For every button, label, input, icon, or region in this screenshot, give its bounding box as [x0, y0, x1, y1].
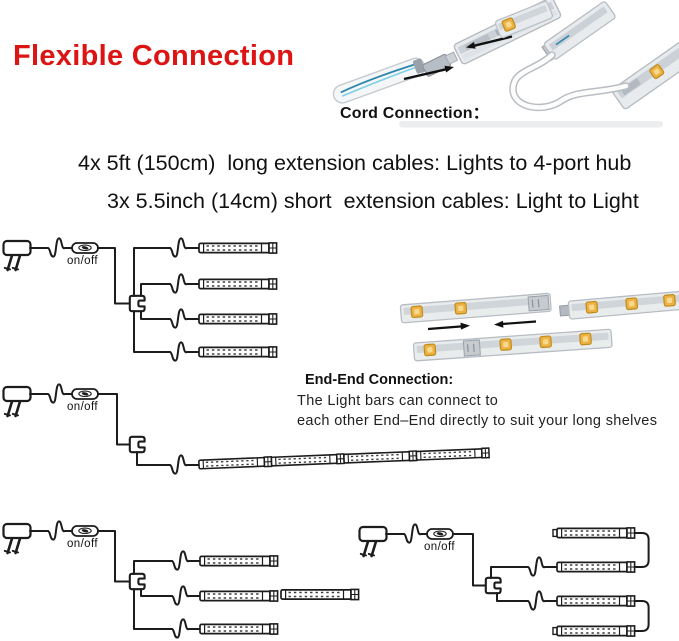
light-bar-icon: [280, 588, 360, 601]
led-chip-icon: [410, 305, 424, 319]
light-bar-icon: [270, 453, 345, 468]
onoff-switch-icon: [426, 528, 454, 540]
cable-coil-icon: [169, 341, 188, 362]
four-port-hub-icon: [128, 572, 146, 591]
led-chip-icon: [539, 335, 553, 349]
plug-icon: [2, 239, 32, 272]
onoff-switch-icon: [71, 525, 99, 537]
wiring-diagram-long-chain: [2, 383, 490, 475]
insert-arrow-icon: [466, 35, 513, 49]
onoff-switch-label: on/off: [67, 401, 98, 413]
onoff-switch-label: on/off: [424, 541, 455, 553]
connection-wire: [133, 560, 173, 575]
light-bar-icon: [198, 313, 278, 325]
cable-coil-icon: [47, 520, 66, 541]
cord-connection-label: Cord Connection：: [340, 105, 489, 122]
wiring-diagram-4-bars: [2, 237, 278, 362]
cable-sleeve-photo: [332, 57, 426, 104]
four-port-hub-icon: [128, 435, 146, 454]
wiring-diagram-loop-pairs: [358, 523, 650, 637]
led-chip-icon: [585, 300, 599, 314]
photo-shadow: [399, 121, 663, 128]
connection-wire: [136, 451, 171, 466]
short-cable-note: 3x 5.5inch (14cm) short extension cables…: [107, 189, 639, 213]
led-chip-icon: [579, 332, 592, 346]
cable-coil-icon: [403, 523, 422, 544]
led-chip-icon: [423, 343, 437, 357]
light-bar-icon: [415, 447, 490, 462]
onoff-switch-icon: [71, 242, 99, 254]
onoff-switch-icon: [71, 388, 99, 400]
light-bar-photo: [399, 292, 552, 324]
light-bar-icon: [556, 527, 636, 539]
light-bar-photo: [559, 290, 679, 320]
cable-coil-icon: [169, 308, 188, 329]
join-arrow-icon: [494, 320, 537, 328]
light-bar-photo: [412, 328, 613, 362]
join-arrow-icon: [427, 322, 470, 331]
long-cable-note: 4x 5ft (150cm) long extension cables: Li…: [78, 151, 632, 175]
connection-wire: [140, 283, 171, 297]
light-bar-icon: [198, 346, 278, 358]
connector-plug-photo: [422, 51, 459, 77]
end-end-heading: End-End Connection:: [305, 372, 454, 388]
plug-icon: [358, 525, 388, 558]
light-bar-photo: [494, 0, 554, 39]
page-title: Flexible Connection: [13, 40, 295, 72]
plug-icon: [2, 522, 32, 555]
onoff-switch-label: on/off: [67, 255, 98, 267]
light-bar-icon: [556, 561, 636, 573]
connection-wire: [140, 310, 171, 320]
cord-loop-photo: [399, 0, 679, 128]
light-bar-icon: [198, 456, 273, 471]
light-bar-icon: [199, 623, 279, 635]
cable-coil-icon: [169, 273, 188, 294]
led-chip-icon: [499, 338, 513, 352]
cable-coil-icon: [47, 237, 66, 258]
cable-coil-icon: [527, 590, 546, 611]
connection-wire: [133, 310, 171, 353]
light-bar-icon: [199, 555, 279, 567]
connection-wire: [496, 592, 529, 602]
led-chip-icon: [662, 293, 677, 307]
connection-wire: [133, 247, 171, 297]
end-end-photo: [399, 290, 679, 362]
light-bar-icon: [556, 625, 636, 637]
light-bar-icon: [343, 450, 418, 465]
cable-coil-icon: [171, 585, 190, 606]
connection-wire: [97, 393, 130, 446]
connection-wire: [133, 588, 173, 630]
connection-wire: [140, 588, 173, 597]
connection-wire: [97, 247, 130, 305]
four-port-hub-icon: [484, 576, 502, 595]
end-loop-wire: [633, 532, 650, 568]
cable-coil-icon: [171, 618, 190, 639]
connection-wire: [452, 533, 486, 587]
cable-coil-icon: [169, 454, 188, 475]
light-bar-icon: [199, 590, 279, 602]
end-end-text-line2: each other End–End directly to suit your…: [297, 413, 658, 429]
connection-cord-photo: [509, 51, 630, 112]
end-loop-wire: [633, 600, 650, 632]
led-chip-icon: [625, 297, 639, 311]
cable-coil-icon: [171, 550, 190, 571]
four-port-hub-icon: [128, 294, 146, 313]
light-bar-photo: [611, 28, 679, 110]
cable-coil-icon: [527, 556, 546, 577]
insert-arrow-icon: [403, 65, 454, 81]
led-chip-icon: [454, 301, 468, 315]
light-bar-icon: [556, 595, 636, 607]
end-end-text-line1: The Light bars can connect to: [297, 393, 499, 409]
cable-coil-icon: [47, 383, 66, 404]
cable-coil-icon: [169, 237, 188, 258]
light-bar-icon: [198, 242, 278, 254]
light-bar-icon: [198, 278, 278, 290]
connection-wire: [97, 530, 130, 583]
onoff-switch-label: on/off: [67, 538, 98, 550]
plug-icon: [2, 385, 32, 418]
wiring-diagram-3-branches: [2, 520, 360, 639]
connection-wire: [490, 566, 529, 579]
